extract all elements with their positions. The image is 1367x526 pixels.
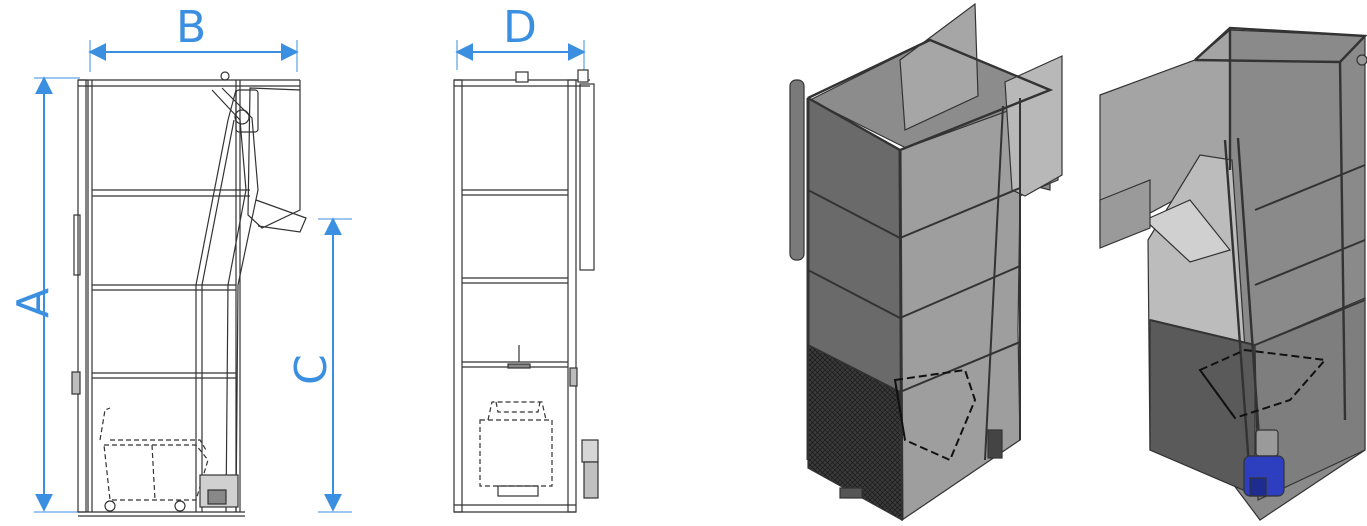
dimension-label-d: D [503, 2, 537, 53]
dimension-label-c: C [286, 354, 337, 385]
dimension-label-a: A [8, 287, 59, 318]
iso-view-right [1099, 26, 1367, 521]
iso-view-left [789, 2, 1063, 522]
front-view [318, 40, 599, 513]
side-view [34, 40, 307, 517]
dimension-label-b: B [176, 2, 207, 53]
